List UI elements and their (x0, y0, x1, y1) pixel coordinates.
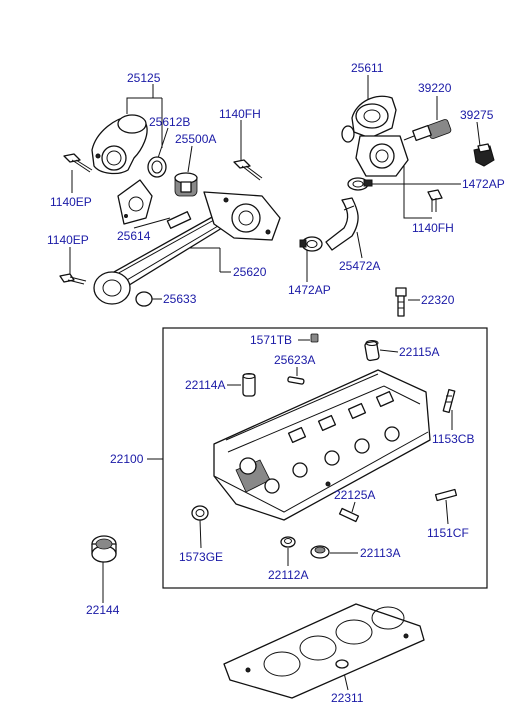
label-25633: 25633 (163, 292, 197, 306)
label-22115a: 22115A (399, 345, 439, 359)
stud-22125a (338, 507, 360, 523)
label-1151cf: 1151CF (427, 526, 469, 540)
hose-clamp-1472ap-b (299, 236, 323, 252)
oil-seal-1571tb (310, 333, 319, 343)
sensor-39220 (403, 119, 452, 142)
pin-25623a (287, 376, 305, 385)
label-22125a: 22125A (334, 488, 375, 502)
label-22320: 22320 (421, 293, 455, 307)
label-1140fh-top: 1140FH (219, 107, 261, 121)
label-25614: 25614 (117, 229, 151, 243)
bolt-1140ep-a (63, 153, 93, 173)
label-1472ap-a: 1472AP (462, 177, 505, 191)
stud-1153cb (442, 388, 456, 414)
seal-22113a (310, 545, 330, 559)
connector-39275 (473, 143, 495, 167)
bolt-1140fh-b (427, 189, 443, 212)
hose-clamp-1472ap-a (347, 177, 373, 191)
label-22311: 22311 (331, 691, 364, 705)
label-25620: 25620 (233, 265, 267, 279)
part-labels: 25125 25612B 1140FH 25500A 1140EP 25614 … (47, 61, 505, 705)
label-25125: 25125 (127, 71, 161, 85)
label-1571tb: 1571TB (250, 333, 292, 347)
label-1472ap-b: 1472AP (288, 283, 331, 297)
label-22113a: 22113A (360, 546, 400, 560)
gasket-25612b (147, 156, 167, 178)
stud-1151cf (434, 488, 458, 502)
label-25623a: 25623A (274, 353, 315, 367)
label-1140ep-a: 1140EP (50, 195, 92, 209)
label-1573ge: 1573GE (179, 550, 223, 564)
thermostat-housing-25611 (341, 95, 409, 177)
label-1140fh-b: 1140FH (412, 221, 454, 235)
label-22100: 22100 (110, 452, 144, 466)
label-22144: 22144 (86, 603, 120, 617)
seal-1573ge (191, 505, 209, 521)
label-25612b: 25612B (149, 115, 190, 129)
plug-22144 (91, 535, 117, 563)
hose-25472a (325, 197, 359, 251)
cylinder-head-22100 (213, 369, 431, 521)
plug-22115a (364, 340, 380, 362)
leader-lines (69, 75, 481, 691)
plug-22114a (242, 373, 256, 397)
water-pipe-25620 (93, 191, 281, 305)
label-25611: 25611 (351, 61, 384, 75)
label-39275: 39275 (460, 108, 494, 122)
stud-bolt-22320 (395, 287, 407, 317)
seal-22112a (280, 536, 296, 548)
label-39220: 39220 (418, 81, 452, 95)
water-outlet-fitting (91, 114, 148, 175)
label-22112a: 22112A (268, 568, 308, 582)
label-25472a: 25472A (339, 259, 380, 273)
label-1140ep-b: 1140EP (47, 233, 89, 247)
gasket-25614 (117, 179, 153, 225)
cylinder-head-group-box (162, 327, 488, 589)
label-1153cb: 1153CB (432, 432, 474, 446)
bolt-1140fh-top (233, 159, 263, 181)
bolt-1140ep-b (59, 273, 87, 285)
label-25500a: 25500A (175, 132, 216, 146)
label-22114a: 22114A (185, 378, 225, 392)
o-ring-25633 (135, 291, 153, 307)
thermostat-25500a (174, 172, 198, 197)
head-gasket-22311 (223, 603, 425, 699)
